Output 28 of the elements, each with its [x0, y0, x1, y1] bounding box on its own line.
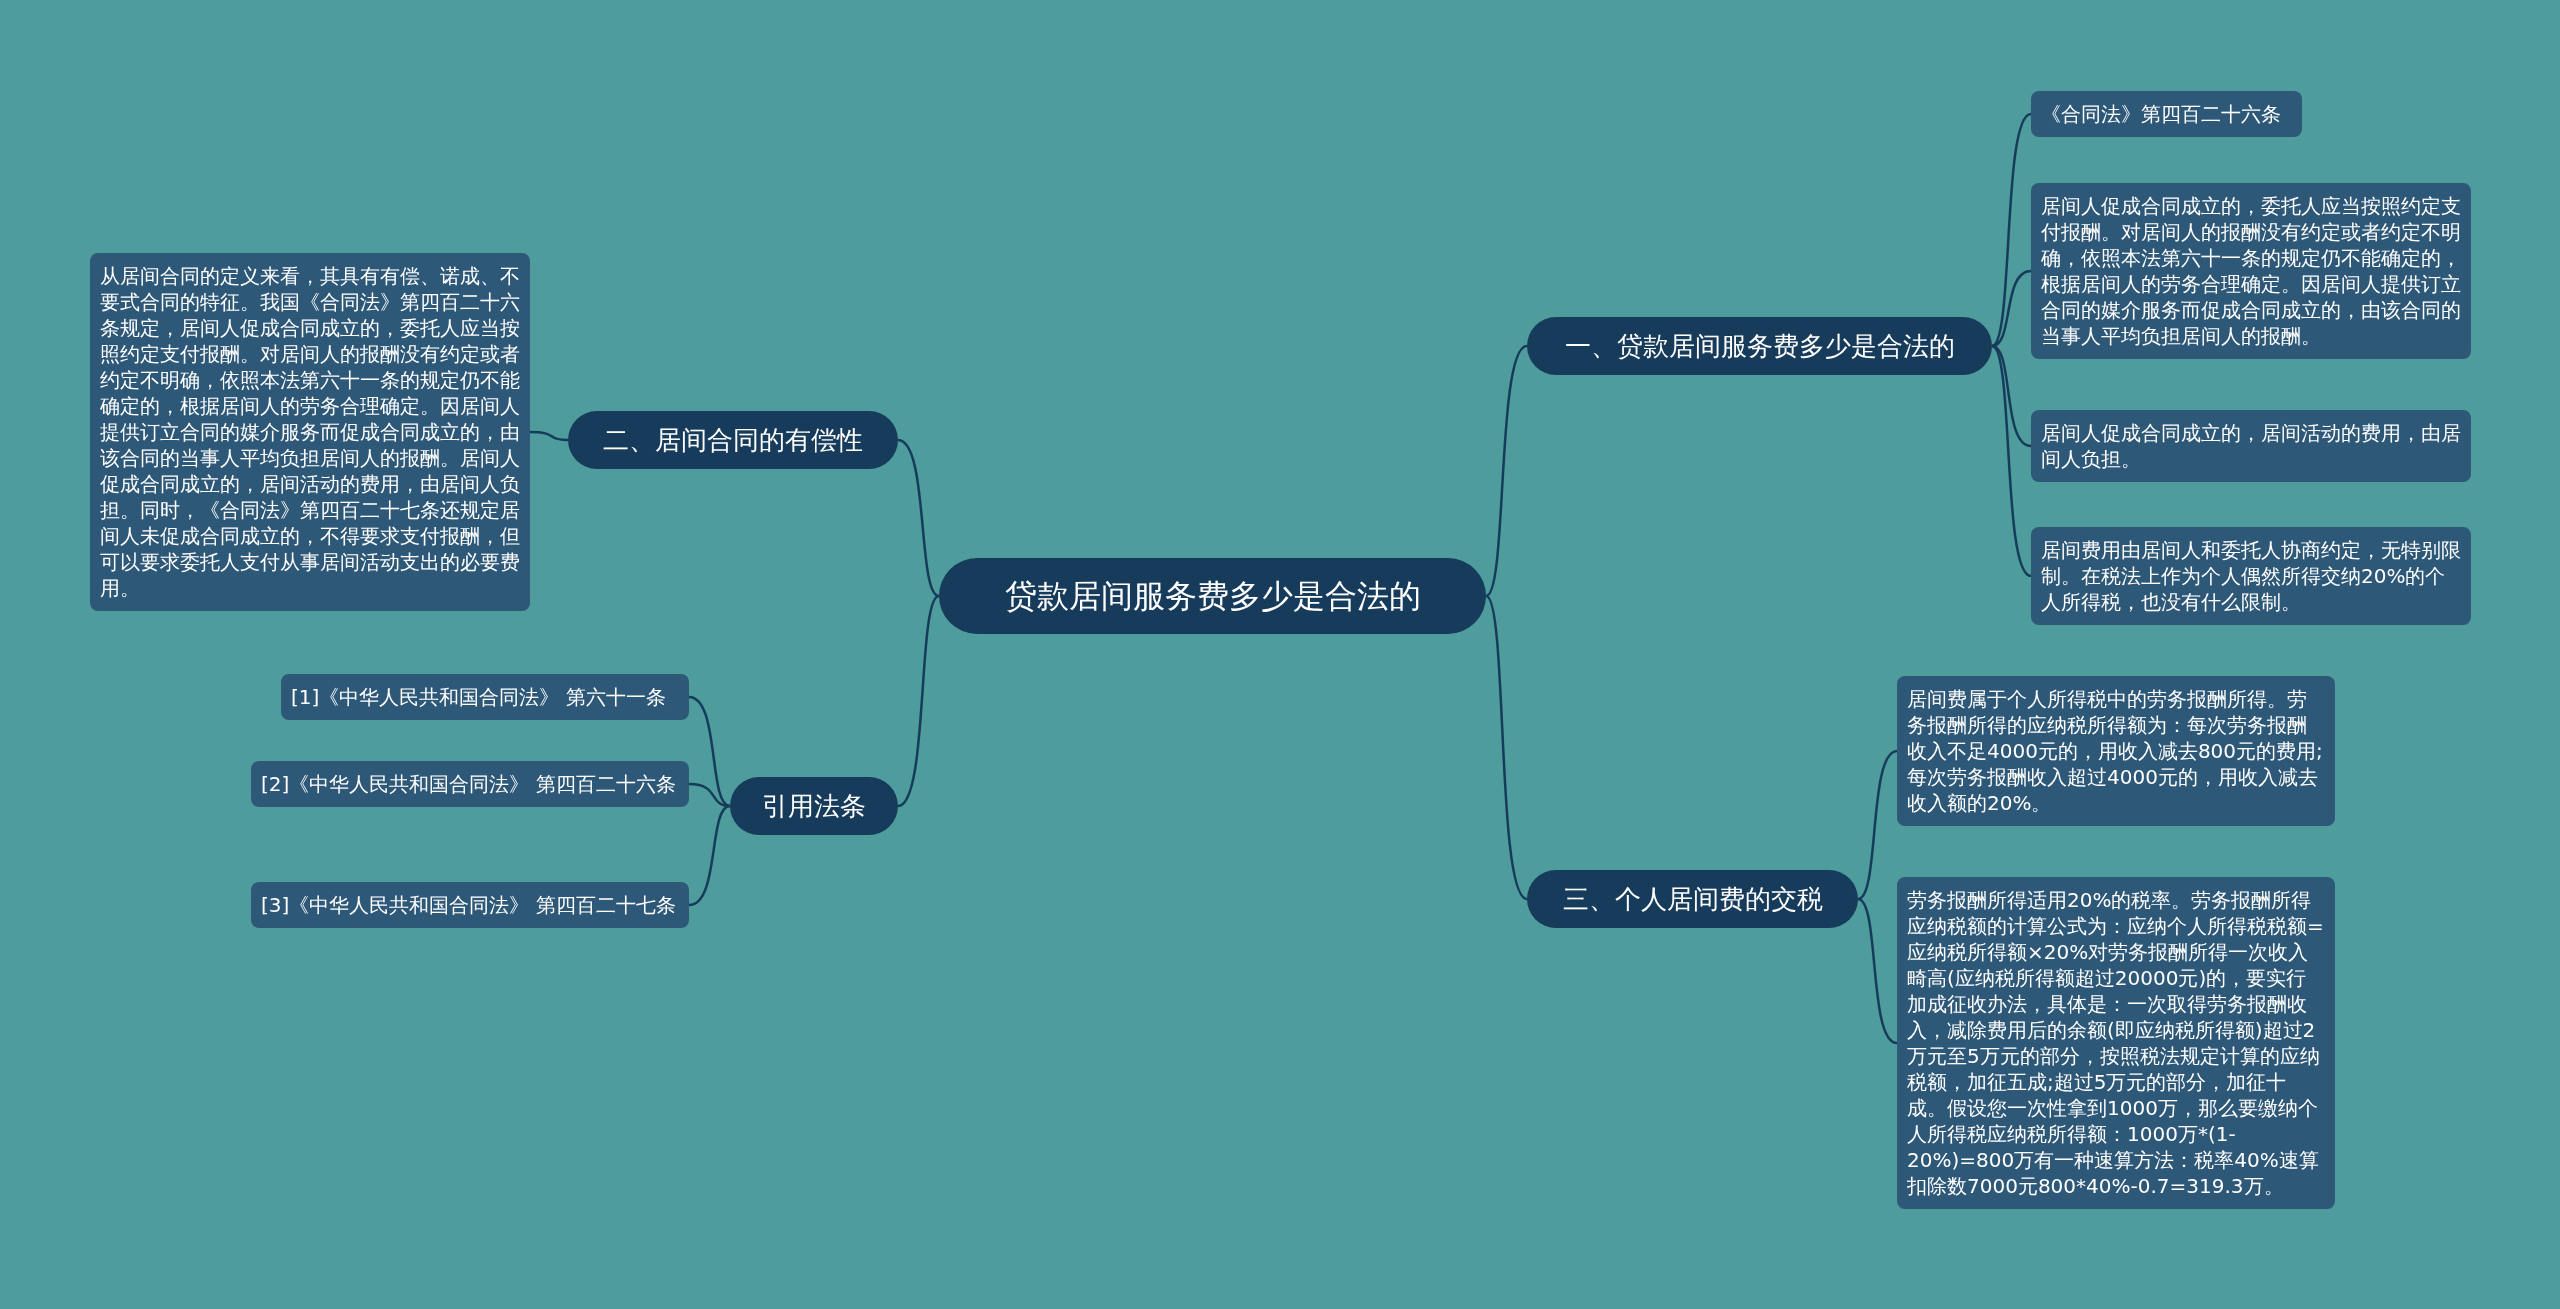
connector-line	[1991, 269, 2032, 348]
topic-pill: 二、居间合同的有偿性	[568, 411, 898, 469]
note-card: 《合同法》第四百二十六条	[2031, 91, 2302, 137]
connector-line	[688, 804, 731, 907]
connector-line	[1857, 897, 1898, 1045]
note-card: 从居间合同的定义来看，其具有有偿、诺成、不要式合同的特征。我国《合同法》第四百二十六条规定，居间人促成合同成立的，委托人应当按照约定支付报酬。对居间人的报酬没有约定或者约定不明确，依照本法第六十一条的规定仍不能确定的，根据居间人的劳务合理确定。因居间人提供订立合同的媒介服务而促成合同成立的，由该合同的当事人平均负担居间人的报酬。居间人促成合同成立的，居间活动的费用，由居间人负担。同时，《合同法》第四百二十七条还规定居间人未促成合同成立的，不得要求支付报酬，但可以要求委托人支付从事居间活动支出的必要费用。	[90, 253, 530, 611]
connector-line	[1485, 595, 1528, 900]
connector-line	[688, 695, 731, 808]
note-card: 居间费用由居间人和委托人协商约定，无特别限制。在税法上作为个人偶然所得交纳20%的个人所得税，也没有什么限制。	[2031, 527, 2471, 625]
connector-line	[897, 438, 940, 598]
topic-pill: 一、贷款居间服务费多少是合法的	[1527, 317, 1992, 375]
note-card: 劳务报酬所得适用20%的税率。劳务报酬所得应纳税额的计算公式为：应纳个人所得税税额=应纳税所得额×20%对劳务报酬所得一次收入畸高(应纳税所得额超过20000元)的，要实行加成征收办法，具体是：一次取得劳务报酬收入，减除费用后的余额(即应纳税所得额)超过2万元至5万元的部分，按照税法规定计算的应纳税额，加征五成;超过5万元的部分，加征十成。假设您一次性拿到1000万，那么要缴纳个人所得税应纳税所得额：1000万*(1-20%)=800万有一种速算方法：税率40%速算扣除数7000元800*40%-0.7=319.3万。	[1897, 877, 2335, 1209]
connector-line	[529, 430, 569, 442]
note-card: 居间费属于个人所得税中的劳务报酬所得。劳务报酬所得的应纳税所得额为：每次劳务报酬收入不足4000元的，用收入减去800元的费用;每次劳务报酬收入超过4000元的，用收入减去收入额的20%。	[1897, 676, 2335, 826]
connector-line	[897, 595, 940, 808]
note-card: [3]《中华人民共和国合同法》 第四百二十七条	[251, 882, 689, 928]
connector-line	[1991, 344, 2032, 448]
note-card: 居间人促成合同成立的，居间活动的费用，由居间人负担。	[2031, 410, 2471, 482]
topic-pill: 引用法条	[730, 777, 898, 835]
note-card: [2]《中华人民共和国合同法》 第四百二十六条	[251, 761, 689, 807]
note-card: 居间人促成合同成立的，委托人应当按照约定支付报酬。对居间人的报酬没有约定或者约定不明确，依照本法第六十一条的规定仍不能确定的，根据居间人的劳务合理确定。因居间人提供订立合同的媒介服务而促成合同成立的，由该合同的当事人平均负担居间人的报酬。	[2031, 183, 2471, 359]
central-topic: 贷款居间服务费多少是合法的	[939, 558, 1486, 634]
connector-line	[1991, 345, 2032, 578]
connector-line	[1485, 345, 1528, 597]
connector-line	[1857, 749, 1898, 901]
topic-pill: 三、个人居间费的交税	[1527, 870, 1858, 928]
connector-line	[1991, 112, 2032, 347]
note-card: [1]《中华人民共和国合同法》 第六十一条	[281, 674, 689, 720]
